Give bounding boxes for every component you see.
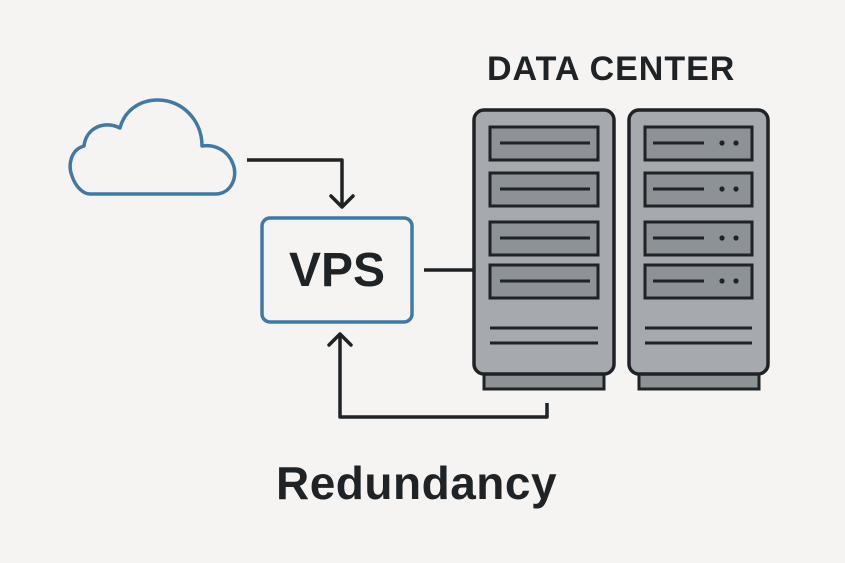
server-slot bbox=[643, 171, 754, 208]
arrow-cloud-to-vps bbox=[247, 158, 355, 209]
server-slot bbox=[488, 263, 600, 300]
server-slot bbox=[643, 263, 754, 300]
server-slot bbox=[643, 125, 754, 162]
server-slot bbox=[488, 171, 600, 208]
server-slot bbox=[488, 125, 600, 162]
cloud-icon bbox=[68, 98, 237, 196]
server-rack-right-icon bbox=[627, 108, 770, 391]
server-rack-left-icon bbox=[472, 108, 616, 391]
vps-label: VPS bbox=[288, 243, 386, 297]
data-center-title: DATA CENTER bbox=[487, 50, 736, 88]
server-slot bbox=[643, 220, 754, 257]
arrow-redundancy-to-vps bbox=[327, 332, 549, 419]
server-slot bbox=[488, 220, 600, 257]
vps-box bbox=[260, 216, 414, 324]
redundancy-label: Redundancy bbox=[276, 457, 558, 509]
